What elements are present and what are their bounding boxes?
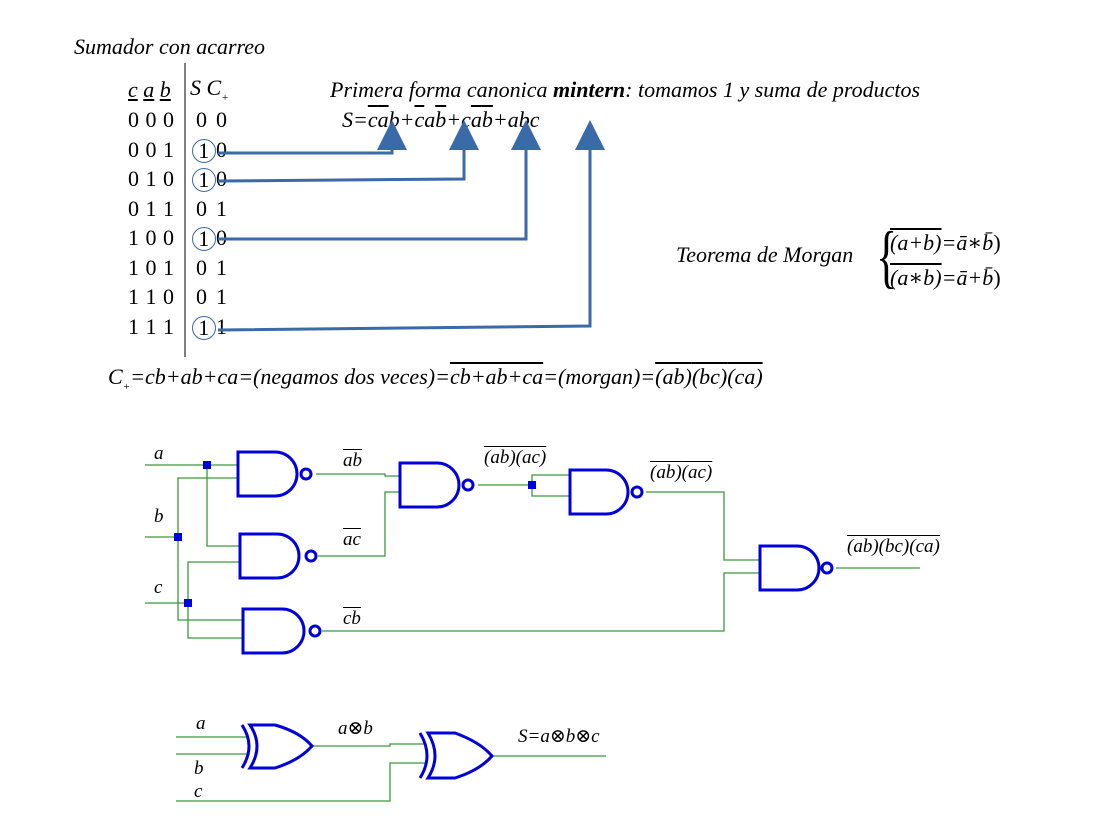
header-plus-sub: + — [221, 92, 229, 104]
table-row-carry: 1 — [216, 284, 228, 309]
canonical-bold: mintern — [553, 77, 626, 102]
table-row-carry: 0 — [216, 136, 228, 162]
table-row-inputs: 1 1 0 — [128, 284, 175, 309]
table-row-s: 0 — [196, 107, 208, 132]
xor-wires — [176, 736, 606, 802]
header-a: a — [143, 77, 155, 102]
table-row-s: 0 — [196, 195, 208, 221]
morgan-line-1: (a+b)=ā∗b̄) — [890, 230, 1001, 255]
table-header-out: S C+ — [190, 75, 229, 104]
nand-input-c: c — [154, 577, 163, 598]
table-row-inputs: 0 0 1 — [128, 136, 175, 162]
morgan-brace: { — [876, 217, 898, 296]
header-cplus: C — [206, 75, 222, 100]
diagram-title: Sumador con acarreo — [74, 34, 266, 59]
morgan-line-2: (a∗b)=ā+b̄) — [890, 265, 1001, 290]
xor-input-c: c — [194, 781, 203, 802]
table-header: c a b — [128, 77, 171, 103]
table-row-s: 1 — [192, 138, 216, 163]
label-ac: ac — [343, 529, 361, 550]
xor-input-b: b — [194, 758, 204, 779]
table-row-inputs: 0 1 1 — [128, 195, 175, 221]
xor-gates — [240, 723, 494, 780]
table-row-s: 1 — [192, 168, 216, 192]
nand-gates — [236, 450, 834, 655]
table-row-s: 0 — [196, 254, 208, 280]
xor-mid-label: a⊗b — [338, 718, 373, 739]
arrows — [217, 120, 605, 332]
canonical-prefix: Primera forma canonica — [330, 77, 554, 102]
nand-input-b: b — [154, 506, 164, 527]
arrow-3 — [218, 120, 541, 241]
arrow-4 — [217, 120, 605, 332]
nand-input-a: a — [154, 443, 164, 464]
label-ab: ab — [343, 450, 362, 471]
label-abac-top: (ab)(ac) — [484, 446, 547, 468]
table-row-s: 1 — [192, 227, 216, 251]
table-row-carry: 1 — [216, 313, 228, 339]
junctions — [174, 461, 536, 607]
morgan-label: Teorema de Morgan — [676, 242, 854, 267]
sum-lhs: S= — [342, 107, 368, 132]
xor-input-a: a — [196, 713, 206, 734]
arrow-1 — [218, 120, 407, 155]
header-b: b — [159, 77, 171, 102]
label-cb: cb — [343, 608, 361, 629]
table-row-inputs: 0 1 0 — [128, 166, 175, 191]
carry-equation: C+=cb+ab+ca=(negamos dos veces)=cb+ab+ca… — [108, 362, 763, 393]
xor-out-label: S=a⊗b⊗c — [518, 726, 600, 747]
table-row-carry: 0 — [216, 166, 228, 191]
table-row-carry: 1 — [216, 195, 228, 221]
arrow-2 — [217, 120, 479, 183]
label-abac-mid: (ab)(ac) — [650, 462, 713, 483]
sum-equation: S=cab+cab+cab+abc — [342, 107, 540, 132]
table-row-inputs: 1 0 1 — [128, 254, 175, 280]
header-s: S — [190, 75, 201, 100]
header-c: c — [128, 77, 138, 102]
canonical-form-text: Primera forma canonica mintern: tomamos … — [330, 77, 920, 103]
label-final: (ab)(bc)(ca) — [847, 535, 940, 557]
table-row-s: 1 — [192, 315, 216, 340]
table-row-carry: 1 — [216, 254, 228, 280]
table-row-inputs: 1 0 0 — [128, 225, 175, 250]
table-row-inputs: 1 1 1 — [128, 313, 175, 339]
table-row-inputs: 0 0 0 — [128, 107, 175, 132]
table-row-carry: 0 — [216, 107, 228, 132]
nand-wires — [145, 464, 920, 639]
canonical-suffix: : tomamos 1 y suma de productos — [625, 77, 921, 102]
table-row-s: 0 — [196, 284, 208, 309]
